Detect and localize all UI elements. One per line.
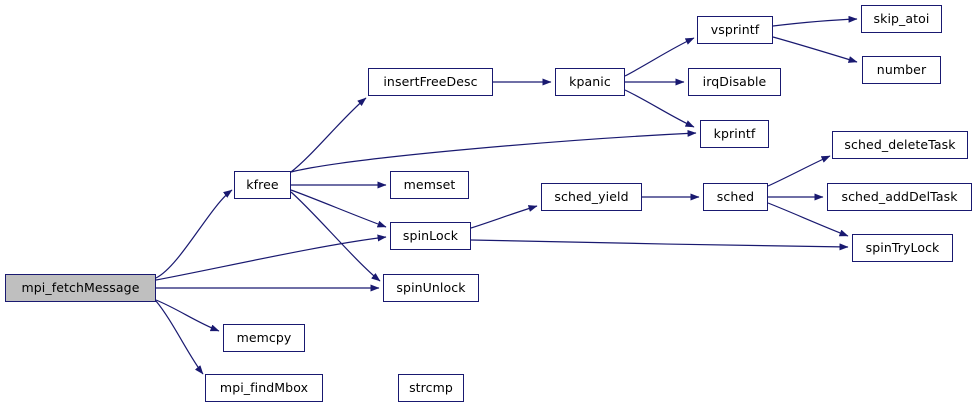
node-sched_addDelTask[interactable]: sched_addDelTask: [827, 183, 972, 211]
edge-vsprintf-to-number: [772, 36, 858, 63]
edge-mpi_fetchMessage-to-kfree: [155, 189, 233, 279]
edge-kfree-to-kprintf: [290, 129, 697, 173]
node-kpanic[interactable]: kpanic: [555, 68, 625, 96]
edge-kpanic-to-kprintf: [624, 89, 695, 128]
node-memcpy[interactable]: memcpy: [223, 324, 305, 352]
node-sched_deleteTask[interactable]: sched_deleteTask: [832, 131, 968, 159]
node-spinLock[interactable]: spinLock: [390, 222, 471, 250]
edge-sched-to-sched_deleteTask: [767, 155, 831, 187]
edge-kfree-to-spinLock: [290, 189, 387, 228]
edge-kpanic-to-vsprintf: [624, 37, 695, 77]
node-sched_yield[interactable]: sched_yield: [541, 183, 642, 211]
node-vsprintf[interactable]: vsprintf: [697, 16, 773, 44]
edge-mpi_fetchMessage-to-mpi_findMbox: [155, 300, 204, 375]
node-skip_atoi[interactable]: skip_atoi: [861, 5, 942, 33]
edge-group: [155, 15, 858, 375]
node-sched[interactable]: sched: [703, 183, 768, 211]
node-kfree[interactable]: kfree: [234, 171, 291, 199]
node-irqDisable[interactable]: irqDisable: [688, 68, 781, 96]
edge-vsprintf-to-skip_atoi: [772, 15, 858, 27]
node-strcmp[interactable]: strcmp: [398, 374, 464, 402]
edge-kfree-to-spinUnlock: [290, 191, 381, 282]
node-number[interactable]: number: [862, 56, 941, 84]
edge-kfree-to-insertFreeDesc: [290, 97, 367, 173]
edge-mpi_fetchMessage-to-memcpy: [155, 299, 220, 332]
edge-mpi_fetchMessage-to-spinLock: [155, 234, 387, 281]
node-memset[interactable]: memset: [390, 171, 469, 199]
node-spinTryLock[interactable]: spinTryLock: [852, 234, 953, 262]
edge-spinLock-to-spinTryLock: [470, 239, 849, 251]
node-insertFreeDesc[interactable]: insertFreeDesc: [368, 68, 493, 96]
node-kprintf[interactable]: kprintf: [700, 120, 769, 148]
node-mpi_fetchMessage[interactable]: mpi_fetchMessage: [5, 274, 156, 302]
edge-spinLock-to-sched_yield: [470, 205, 538, 229]
edge-sched-to-spinTryLock: [767, 202, 849, 237]
node-mpi_findMbox[interactable]: mpi_findMbox: [205, 374, 323, 402]
node-spinUnlock[interactable]: spinUnlock: [383, 274, 479, 302]
